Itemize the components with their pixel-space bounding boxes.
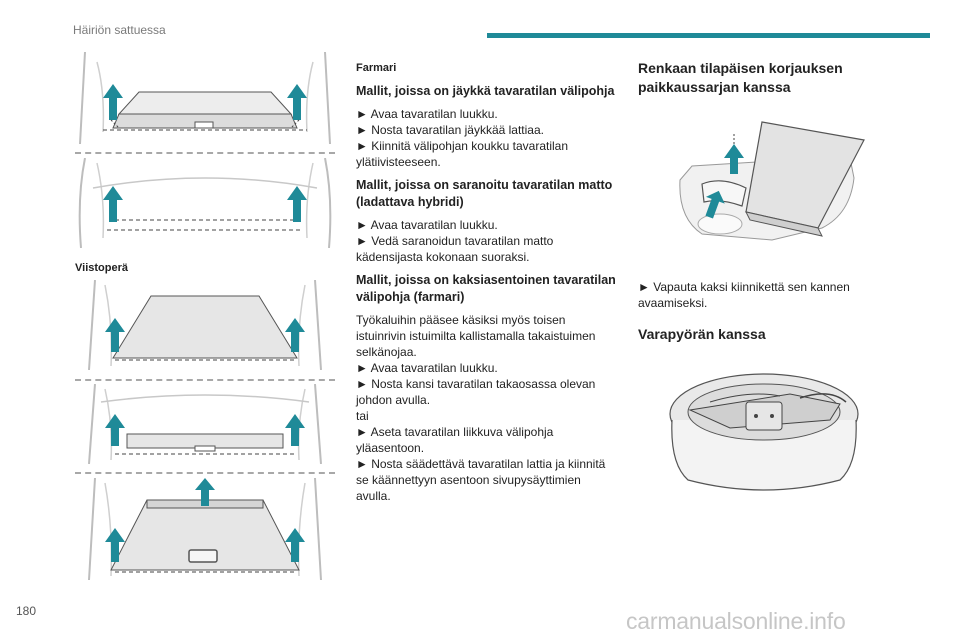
illustration-divider bbox=[75, 472, 335, 474]
header-accent-bar bbox=[487, 33, 930, 38]
spare-wheel-illustration bbox=[669, 373, 859, 491]
watermark-text: carmanualsonline.info bbox=[626, 608, 846, 634]
hatchback-trunk-illustration-2 bbox=[88, 384, 322, 464]
two-position-step-2: Nosta kansi tavaratilan takaosassa oleva… bbox=[356, 376, 618, 408]
middle-column: Farmari Mallit, joissa on jäykkä tavarat… bbox=[356, 60, 618, 504]
hinged-step-2: Vedä saranoidun tavaratilan matto kädens… bbox=[356, 233, 618, 265]
rigid-step-2: Nosta tavaratilan jäykkää lattiaa. bbox=[356, 122, 618, 138]
heading-spare-wheel: Varapyörän kanssa bbox=[638, 326, 766, 342]
heading-two-position-floor: Mallit, joissa on kaksiasentoinen tavara… bbox=[356, 273, 616, 304]
heading-hinged-mat: Mallit, joissa on saranoitu tavaratilan … bbox=[356, 178, 613, 209]
two-position-step-3: Aseta tavaratilan liikkuva välipohja ylä… bbox=[356, 424, 618, 456]
header-section-title: Häiriön sattuessa bbox=[73, 23, 166, 37]
repair-kit-step: Vapauta kaksi kiinnikettä sen kannen ava… bbox=[638, 279, 888, 311]
page-number: 180 bbox=[16, 604, 37, 618]
label-hatchback: Viistoperä bbox=[75, 262, 128, 274]
heading-repair-kit: Renkaan tilapäisen korjauksen paikkaussa… bbox=[638, 60, 843, 95]
hinged-step-1: Avaa tavaratilan luukku. bbox=[356, 217, 618, 233]
illustration-divider bbox=[75, 152, 335, 154]
estate-trunk-illustration-1 bbox=[79, 52, 331, 144]
repair-kit-illustration bbox=[679, 121, 865, 241]
hatchback-trunk-illustration-3 bbox=[88, 478, 322, 580]
or-text: tai bbox=[356, 409, 369, 423]
label-estate: Farmari bbox=[356, 62, 397, 74]
right-column-lower: Vapauta kaksi kiinnikettä sen kannen ava… bbox=[638, 279, 888, 344]
heading-rigid-floor: Mallit, joissa on jäykkä tavaratilan väl… bbox=[356, 84, 615, 98]
right-column: Renkaan tilapäisen korjauksen paikkaussa… bbox=[638, 59, 888, 97]
estate-trunk-illustration-2 bbox=[78, 158, 332, 248]
two-position-step-1: Avaa tavaratilan luukku. bbox=[356, 360, 618, 376]
two-position-intro: Työkaluihin pääsee käsiksi myös toisen i… bbox=[356, 313, 596, 359]
two-position-step-4: Nosta säädettävä tavaratilan lattia ja k… bbox=[356, 456, 618, 504]
rigid-step-1: Avaa tavaratilan luukku. bbox=[356, 106, 618, 122]
hatchback-trunk-illustration-1 bbox=[88, 280, 322, 370]
illustration-divider bbox=[75, 379, 335, 381]
rigid-step-3: Kiinnitä välipohjan koukku tavaratilan y… bbox=[356, 138, 618, 170]
